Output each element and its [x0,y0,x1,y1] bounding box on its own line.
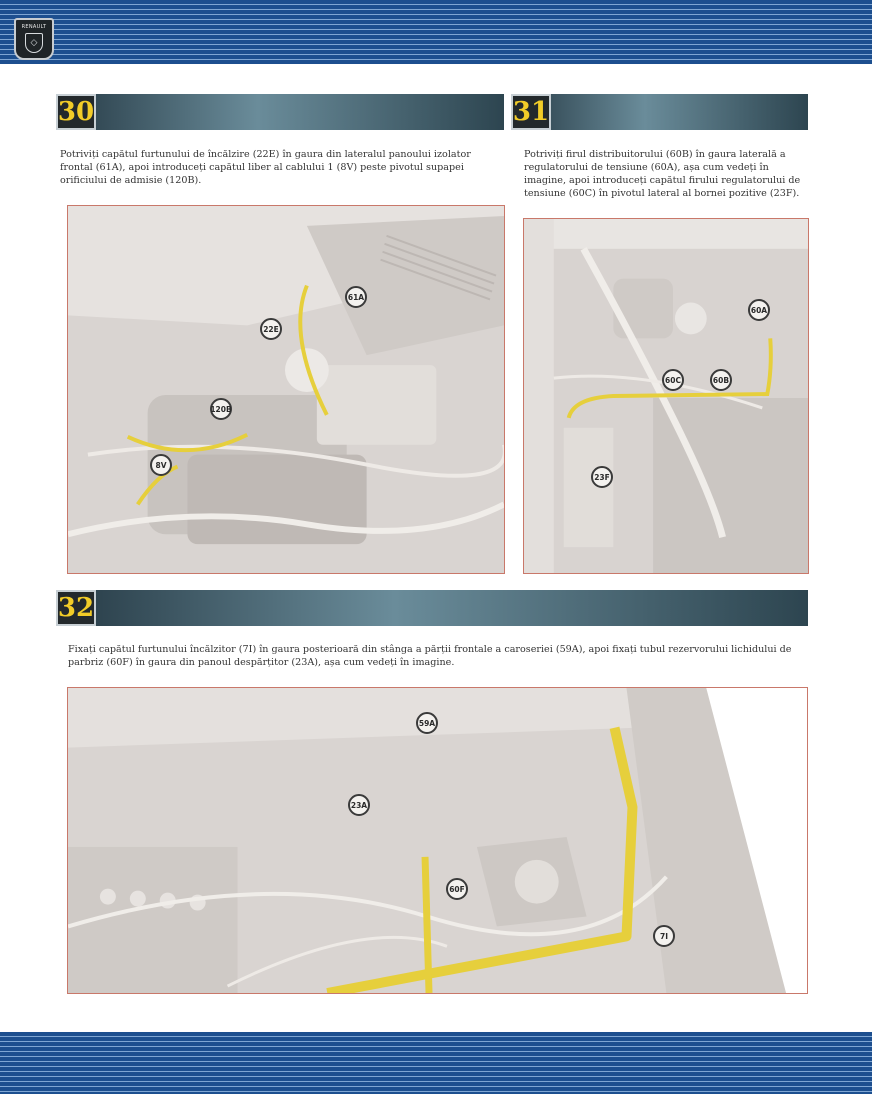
callout-60f: 60F [446,878,468,900]
logo-text: RENAULT [21,24,47,30]
callout-120b: 120B [210,398,232,420]
callout-60b: 60B [710,369,732,391]
header-band [0,0,872,64]
diamond-emblem-icon: ◇ [25,33,43,53]
step-30-number: 30 [56,94,96,130]
callout-7i: 7I [653,925,675,947]
step-31-illustration: 60A 60C 60B 23F [523,218,809,574]
callout-60a: 60A [748,299,770,321]
step-30-header [56,94,504,130]
step-31-header [511,94,808,130]
step-32-header [56,590,808,626]
callout-61a: 61A [345,286,367,308]
callout-23a: 23A [348,794,370,816]
callout-22e: 22E [260,318,282,340]
footer-band [0,1032,872,1094]
callout-23f: 23F [591,466,613,488]
callout-8v: 8V [150,454,172,476]
brand-logo: RENAULT ◇ [14,18,54,60]
callout-59a: 59A [416,712,438,734]
step-32-number: 32 [56,590,96,626]
step-31-number: 31 [511,94,551,130]
callout-60c: 60C [662,369,684,391]
step-32-instructions: Fixați capătul furtunului încălzitor (7I… [68,644,792,668]
step-31-instructions: Potriviți firul distribuitorului (60B) î… [524,149,801,199]
step-30-illustration: 61A 22E 120B 8V [67,205,505,574]
step-30-instructions: Potriviți capătul furtunului de încălzir… [60,149,471,186]
step-32-illustration: 59A 23A 60F 7I [67,687,808,994]
